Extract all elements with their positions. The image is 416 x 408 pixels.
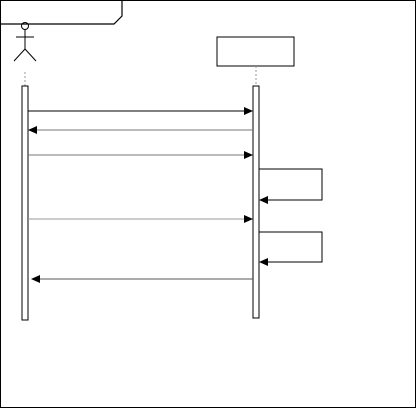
message-1-arrow [28,107,253,115]
actor-icon [13,22,37,62]
message-4-self-call-arrow [259,168,323,204]
message-5-arrow [28,215,253,223]
message-6-self-call-arrow [259,231,323,266]
actor-activation-bar [21,85,29,321]
message-2-arrow [28,126,253,134]
object-box [216,36,295,67]
object-activation-bar [252,85,260,319]
frame-title-tab [0,0,123,25]
message-7-arrow [31,275,253,283]
object-label [217,40,294,64]
message-3-arrow [28,151,253,159]
